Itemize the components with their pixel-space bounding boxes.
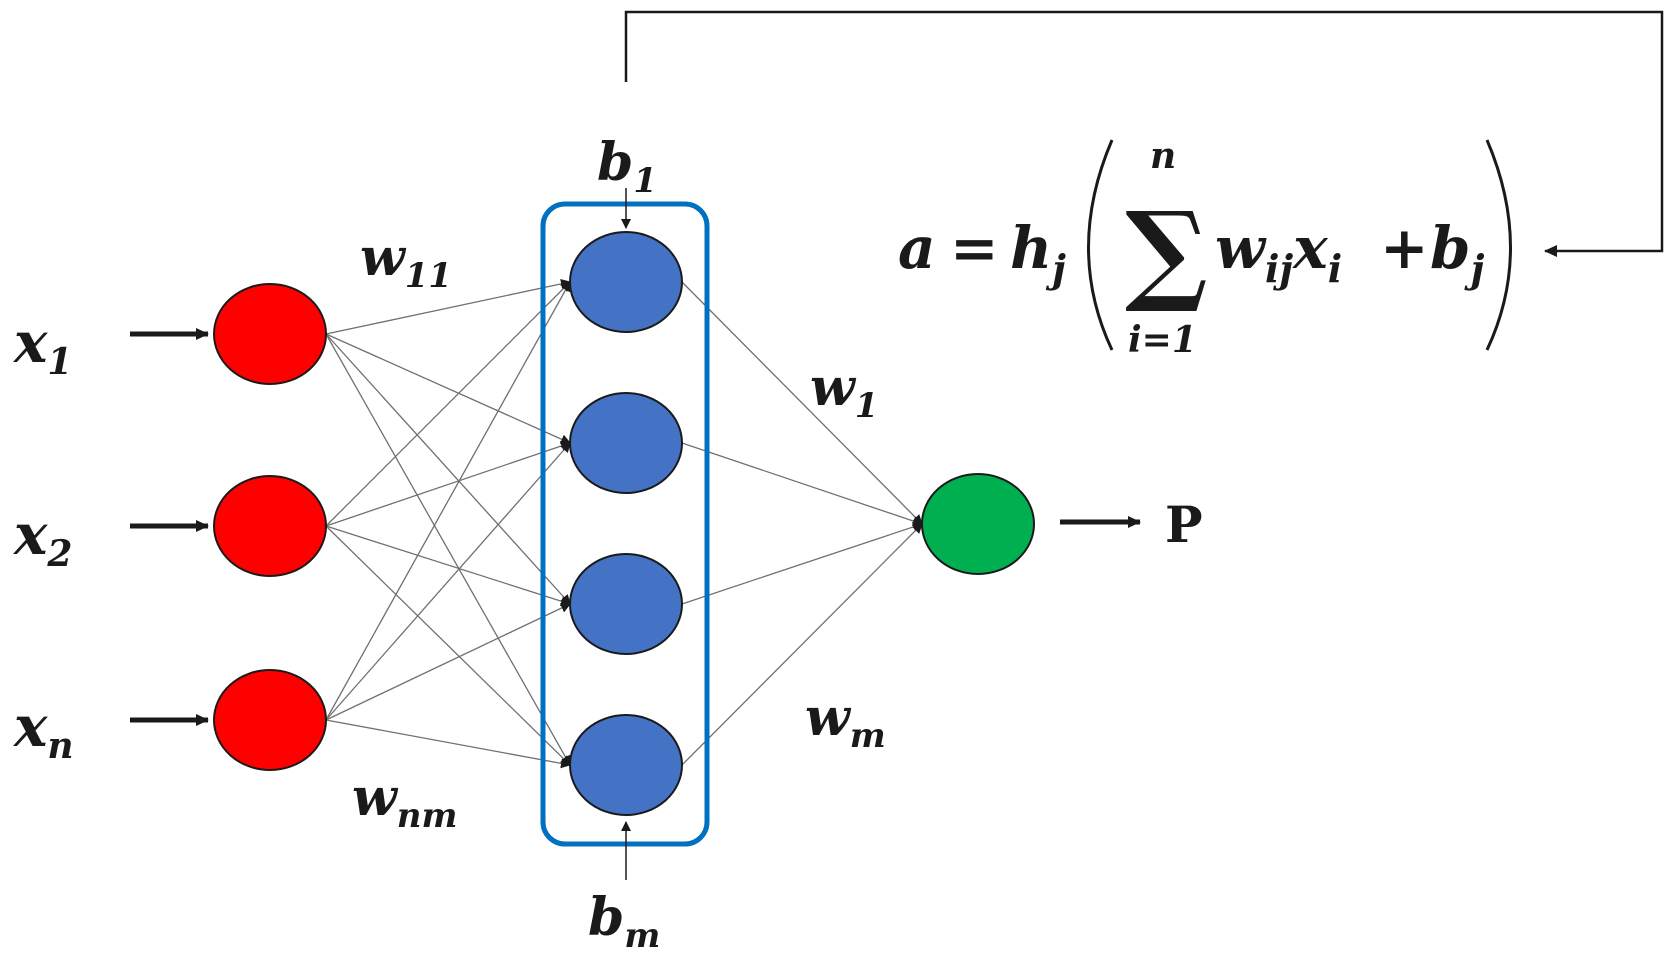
equation-sigma: ∑ (1125, 187, 1208, 316)
equation-sigma-top: n (1150, 135, 1176, 177)
output-label: P (1165, 495, 1203, 554)
nodes (213, 231, 1035, 816)
equation-summand: wijxi (1215, 214, 1342, 291)
connection-input-2-hidden-3 (325, 525, 571, 607)
equation-sigma-bottom: i=1 (1128, 319, 1197, 361)
weight-label-wnm: wnm (352, 767, 457, 836)
connection-input-2-hidden-4 (325, 525, 571, 766)
input-label-1: x1 (13, 310, 72, 383)
connection-input-2-hidden-1 (325, 281, 571, 527)
connection-input-3-hidden-1 (325, 281, 571, 721)
input-node-3 (213, 669, 327, 771)
hidden-layer-box (540, 201, 710, 847)
hidden-node-1 (569, 231, 683, 333)
equation-left-paren (1087, 139, 1114, 351)
equation-right-paren (1485, 139, 1512, 351)
weight-label-w1: w1 (810, 357, 878, 426)
connections (325, 278, 923, 769)
connection-input-3-hidden-4 (325, 719, 571, 769)
bias-label-bm: bm (588, 887, 660, 956)
connection-hidden-3-output (681, 522, 923, 605)
connection-input-3-hidden-3 (325, 603, 571, 721)
equation-lhs: a (898, 214, 936, 282)
weight-label-w11: w11 (360, 227, 452, 296)
connection-input-1-hidden-4 (325, 333, 571, 766)
connection-input-1-hidden-3 (325, 333, 571, 605)
feedback-line (624, 10, 1664, 257)
connection-hidden-2-output (681, 442, 923, 526)
hidden-node-2 (569, 392, 683, 494)
input-node-1 (213, 283, 327, 385)
input-label-n: xn (13, 694, 74, 767)
connection-input-3-hidden-2 (325, 442, 571, 721)
bias-label-b1: b1 (597, 132, 657, 201)
connection-input-1-hidden-2 (325, 333, 571, 444)
equation-plus: + (1380, 214, 1429, 282)
input-arrows (130, 328, 209, 726)
equation-equals: = (950, 214, 999, 282)
connection-hidden-4-output (681, 523, 923, 766)
output-node (921, 473, 1035, 575)
hidden-node-3 (569, 553, 683, 655)
input-node-2 (213, 475, 327, 577)
connection-hidden-1-output (681, 281, 923, 525)
equation-bias: bj (1430, 214, 1485, 291)
input-label-2: x2 (13, 502, 72, 575)
hidden-node-4 (569, 714, 683, 816)
activation-equation: a = hj ∑ n i=1 wijxi + bj (898, 135, 1512, 361)
connection-input-2-hidden-2 (325, 441, 571, 527)
weight-label-wm: wm (805, 687, 886, 756)
connection-input-1-hidden-1 (325, 278, 571, 335)
equation-function: hj (1010, 214, 1066, 291)
